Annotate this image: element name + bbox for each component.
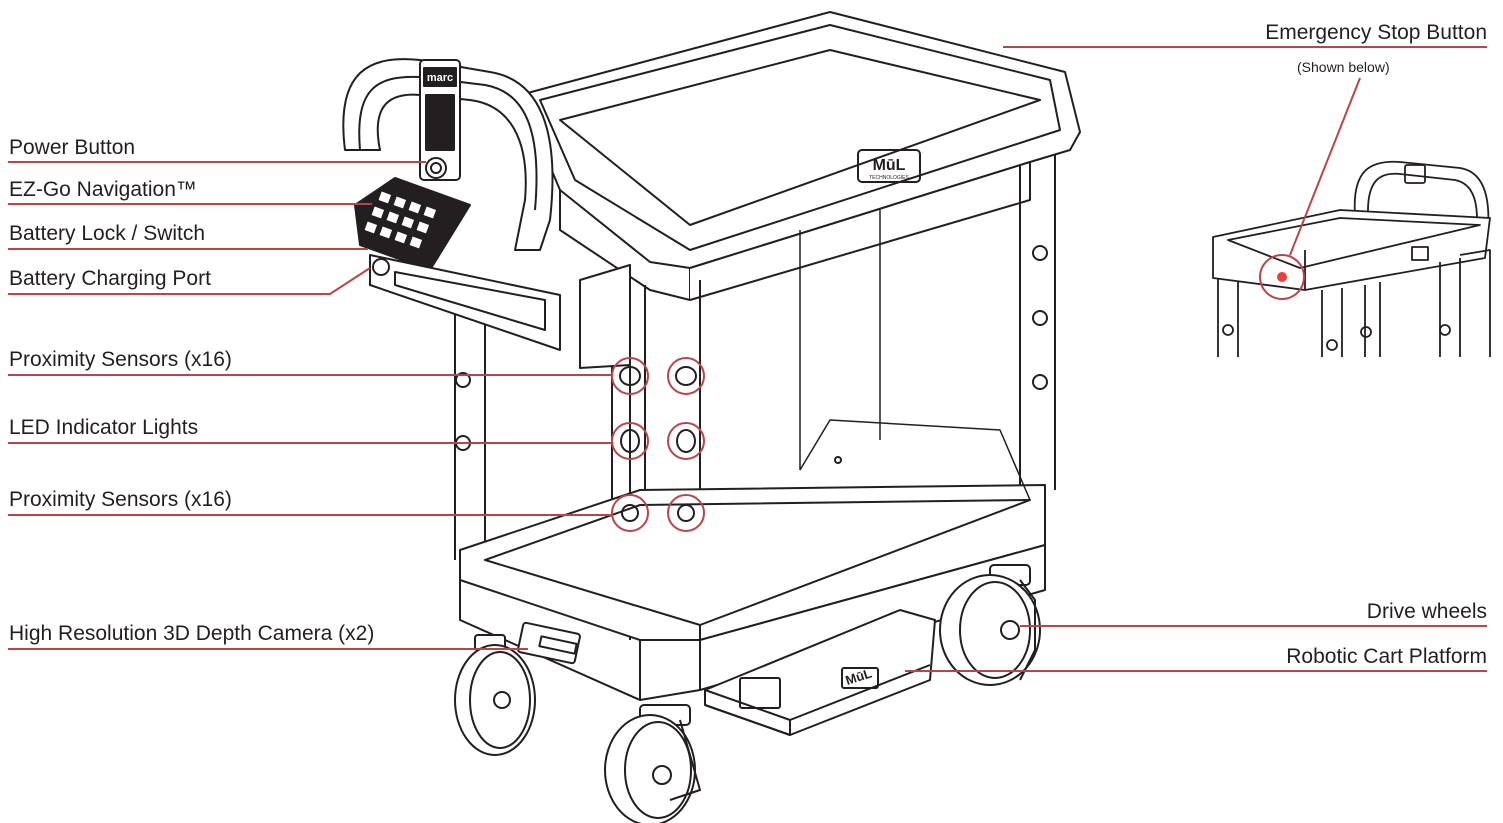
- leader-lines: [8, 46, 1487, 672]
- cart-body: [342, 11, 1081, 823]
- label-proximity-sensors-bottom: Proximity Sensors (x16): [9, 488, 232, 511]
- emergency-stop-dot: [1277, 272, 1287, 282]
- label-robotic-platform: Robotic Cart Platform: [1286, 645, 1487, 668]
- label-drive-wheels: Drive wheels: [1366, 600, 1487, 623]
- cart-logo-plate: [857, 149, 921, 183]
- svg-text:marc: marc: [427, 72, 453, 84]
- label-battery-lock: Battery Lock / Switch: [9, 222, 206, 245]
- panel-logo: marc: [427, 72, 453, 84]
- qr-code: [425, 94, 455, 151]
- label-proximity-sensors-top: Proximity Sensors (x16): [9, 348, 232, 371]
- label-depth-camera: High Resolution 3D Depth Camera (x2): [9, 622, 375, 645]
- label-emergency-stop-note: (Shown below): [1297, 59, 1390, 75]
- emergency-stop-highlight: [1259, 254, 1305, 300]
- charging-port: [372, 258, 390, 276]
- front-left-wheel: [454, 634, 536, 756]
- svg-text:TECHNOLOGIES: TECHNOLOGIES: [869, 175, 909, 181]
- power-button: [425, 157, 447, 179]
- inset-cart: [1212, 160, 1491, 357]
- label-charging-port: Battery Charging Port: [9, 267, 211, 290]
- battery-box: [369, 254, 561, 351]
- front-right-wheel: [604, 704, 701, 823]
- cart-logo: MūL TECHNOLOGIES: [869, 157, 909, 181]
- platform-logo-plate: [841, 667, 879, 689]
- label-emergency-stop: Emergency Stop Button: [1265, 21, 1487, 44]
- drive-wheel: [939, 564, 1041, 686]
- label-led-indicator: LED Indicator Lights: [9, 416, 199, 439]
- label-power-button: Power Button: [9, 136, 136, 159]
- label-ezgo-navigation: EZ-Go Navigation™: [9, 178, 197, 201]
- svg-text:MūL: MūL: [873, 157, 906, 174]
- leg-sensors: [619, 366, 697, 522]
- depth-camera: [517, 621, 581, 665]
